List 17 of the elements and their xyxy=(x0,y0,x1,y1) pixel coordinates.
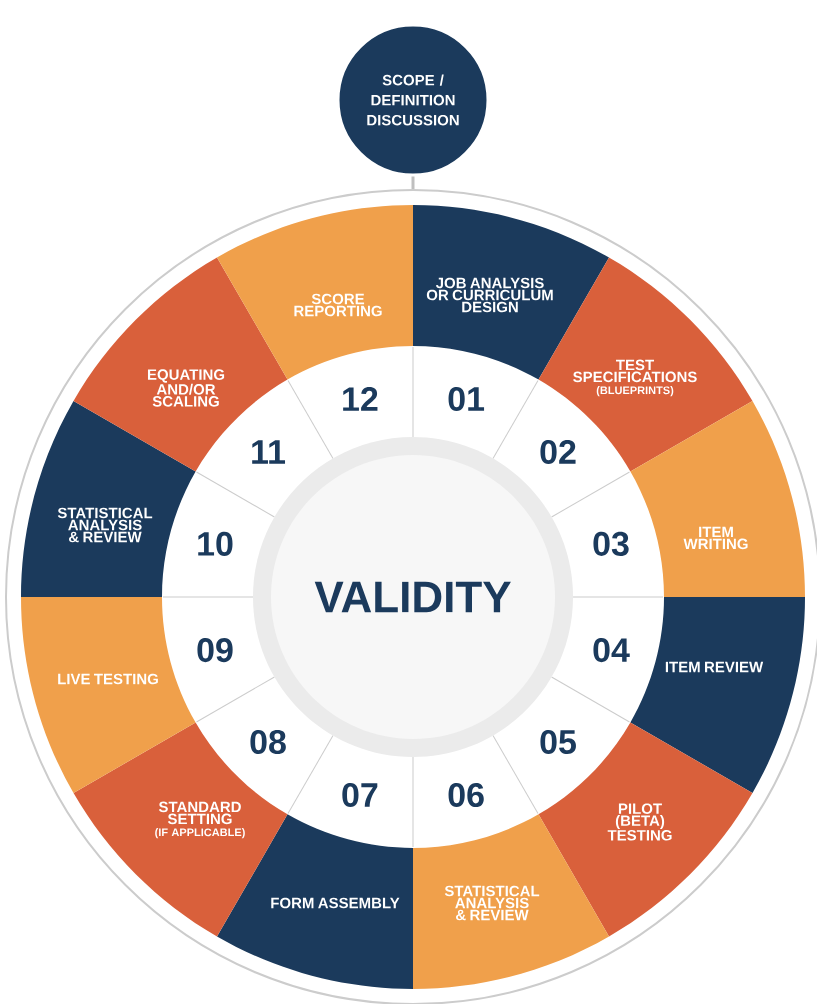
sector: LIVE TESTING xyxy=(21,597,196,793)
step-number: 03 xyxy=(593,531,629,556)
step-number: 01 xyxy=(448,386,485,412)
connector-line xyxy=(411,176,415,189)
step-number: 10 xyxy=(198,531,233,556)
step-number: 08 xyxy=(250,729,286,755)
sector: STATISTICAL ANALYSIS & REVIEW xyxy=(413,814,609,989)
step-number: 04 xyxy=(593,638,630,663)
step-number: 05 xyxy=(540,729,576,755)
step-number: 02 xyxy=(540,439,576,465)
step-number: 06 xyxy=(448,782,484,808)
step-number: 11 xyxy=(252,440,285,464)
sector: ITEM REVIEW xyxy=(630,597,805,793)
sector: ITEM WRITING xyxy=(630,401,805,597)
step-number: 12 xyxy=(343,387,378,411)
step-number: 09 xyxy=(197,638,233,663)
step-number: 07 xyxy=(342,782,378,808)
